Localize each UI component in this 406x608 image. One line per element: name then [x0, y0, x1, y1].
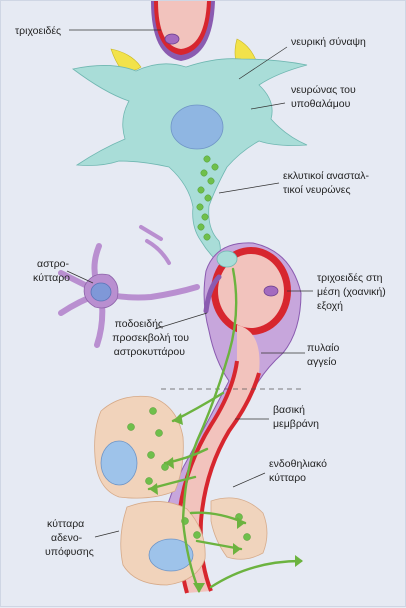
- label-astrocyte-l2: κύτταρο: [33, 272, 70, 284]
- granule: [211, 163, 219, 171]
- leader-neuron: [250, 102, 286, 110]
- label-portal-l2: αγγείο: [307, 356, 337, 368]
- granule: [147, 451, 155, 459]
- label-endfoot-l2: προσεκβολή του: [112, 332, 189, 344]
- granule: [197, 186, 205, 194]
- label-portal-l1: πυλαίο: [307, 342, 339, 354]
- leader-pituitary: [94, 530, 120, 538]
- label-pituitary-l2: αδενο-: [51, 532, 83, 544]
- label-endothelial-l1: ενδοθηλιακό: [269, 458, 327, 470]
- label-neuron-l1: νευρώνας του: [291, 84, 356, 96]
- granule: [204, 194, 212, 202]
- granule: [203, 155, 211, 163]
- flow-arrow-main: [181, 267, 238, 593]
- granule: [243, 533, 251, 541]
- label-capillary-top: τριχοειδές: [15, 25, 61, 37]
- leader-synapse: [238, 46, 288, 80]
- label-cap-median-l3: εξοχή: [317, 300, 343, 312]
- label-endothelial-l2: κύτταρο: [269, 472, 306, 484]
- granule: [193, 531, 201, 539]
- granule: [197, 223, 205, 231]
- granule: [155, 429, 163, 437]
- label-inhibitory-l2: τικοί νευρώνες: [283, 184, 351, 196]
- leader-lines: [66, 29, 313, 538]
- pituitary-cell-right: [210, 497, 268, 560]
- label-synapse: νευρική σύναψη: [291, 36, 366, 48]
- arrowheads: [149, 413, 303, 593]
- astrocyte-processes: [58, 243, 200, 348]
- arrowhead: [237, 517, 245, 529]
- text-labels: τριχοειδές νευρική σύναψη νευρώνας του υ…: [15, 25, 386, 558]
- granule: [149, 407, 157, 415]
- arrowhead: [233, 543, 241, 555]
- median-capillary-nucleus: [263, 285, 279, 297]
- leader-astrocyte: [66, 270, 94, 284]
- top-capillary-group: [151, 1, 215, 61]
- granule: [200, 169, 208, 177]
- hypothalamic-neuron-nucleus: [170, 104, 224, 150]
- endfoot-contact: [203, 274, 222, 314]
- label-basement-l2: μεμβράνη: [273, 418, 319, 430]
- granule: [127, 423, 135, 431]
- label-inhibitory-l1: εκλυτικοί ανασταλ-: [283, 170, 370, 182]
- flow-arrow-branch-6: [209, 559, 303, 589]
- arrowhead: [193, 583, 205, 593]
- astrocyte-nucleus: [90, 282, 112, 302]
- arrowhead: [149, 483, 158, 495]
- label-astrocyte-l1: αστρο-: [37, 258, 70, 270]
- pituitary-cells: [94, 395, 268, 586]
- granule: [201, 213, 209, 221]
- neuron-granules: [196, 155, 219, 241]
- label-pituitary-l1: κύτταρα: [47, 518, 84, 530]
- arrowhead: [173, 413, 183, 425]
- leader-inhibitory: [218, 182, 280, 194]
- granule: [203, 233, 211, 241]
- granule: [207, 177, 215, 185]
- label-cap-median-l1: τριχοειδές στη: [317, 272, 383, 284]
- granule: [196, 203, 204, 211]
- leader-endothelial: [232, 472, 266, 488]
- label-endfoot-l3: αστροκυττάρου: [114, 346, 186, 358]
- hypothalamic-neuron-body: [72, 58, 308, 260]
- pit-nucleus-upper: [100, 440, 138, 486]
- astrocyte-group: [58, 225, 200, 348]
- label-cap-median-l2: μέση (χοανική): [317, 286, 386, 298]
- label-neuron-l2: υποθαλάμου: [291, 98, 351, 110]
- pit-nucleus-lower: [148, 538, 194, 572]
- arrowhead: [295, 555, 303, 567]
- label-endfoot-l1: ποδοειδής: [115, 318, 163, 330]
- top-capillary-nucleus: [164, 33, 180, 45]
- arrowhead: [165, 457, 174, 469]
- label-basement-l1: βασική: [273, 404, 305, 416]
- leader-endfoot: [154, 312, 208, 330]
- granule: [145, 477, 153, 485]
- astrocyte-upper-process: [139, 225, 171, 265]
- axon-terminal: [216, 250, 238, 268]
- label-pituitary-l3: υπόφυσης: [45, 546, 94, 558]
